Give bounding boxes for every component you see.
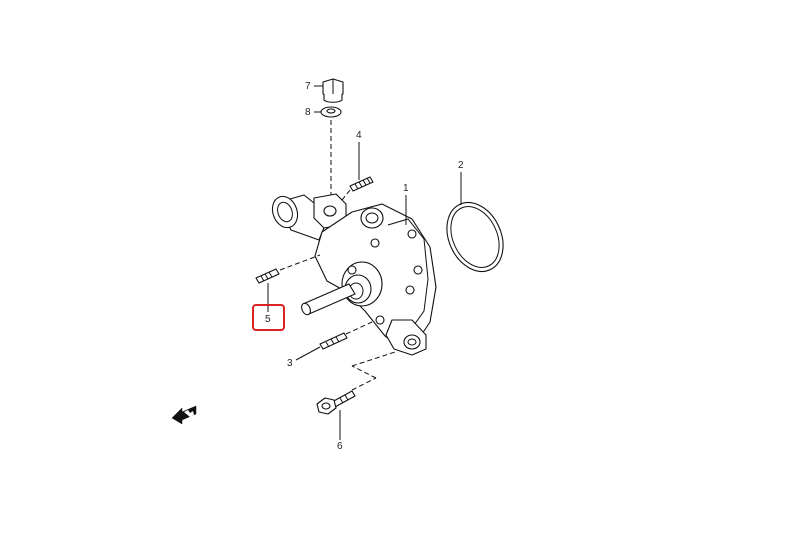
front-arrow-icon bbox=[171, 405, 197, 425]
part-8-washer[interactable] bbox=[320, 106, 342, 118]
leader-3 bbox=[295, 346, 321, 361]
part-3-stud[interactable] bbox=[319, 332, 348, 350]
front-direction-marker bbox=[171, 405, 197, 425]
callout-3[interactable]: 3 bbox=[287, 358, 293, 369]
part-7-bolt[interactable] bbox=[322, 78, 344, 103]
part-6-flange-bolt[interactable] bbox=[316, 390, 356, 415]
assembly-axis-5 bbox=[279, 254, 321, 271]
assembly-axis-6b bbox=[351, 365, 377, 379]
callout-4[interactable]: 4 bbox=[356, 130, 362, 141]
callout-5[interactable]: 5 bbox=[265, 314, 271, 325]
assembly-axis-6a bbox=[351, 377, 377, 391]
part-1-pump-housing[interactable] bbox=[268, 193, 437, 356]
part-2-o-ring[interactable] bbox=[436, 193, 514, 280]
assembly-axis-3 bbox=[345, 321, 373, 335]
callout-8[interactable]: 8 bbox=[305, 107, 311, 118]
highlight-box-part-5 bbox=[252, 304, 285, 331]
part-4-stud[interactable] bbox=[349, 176, 374, 192]
callout-7[interactable]: 7 bbox=[305, 81, 311, 92]
part-5-stud[interactable] bbox=[255, 268, 280, 284]
assembly-axis-6c bbox=[351, 351, 396, 367]
callout-1[interactable]: 1 bbox=[403, 183, 409, 194]
callout-2[interactable]: 2 bbox=[458, 160, 464, 171]
callout-6[interactable]: 6 bbox=[337, 441, 343, 452]
